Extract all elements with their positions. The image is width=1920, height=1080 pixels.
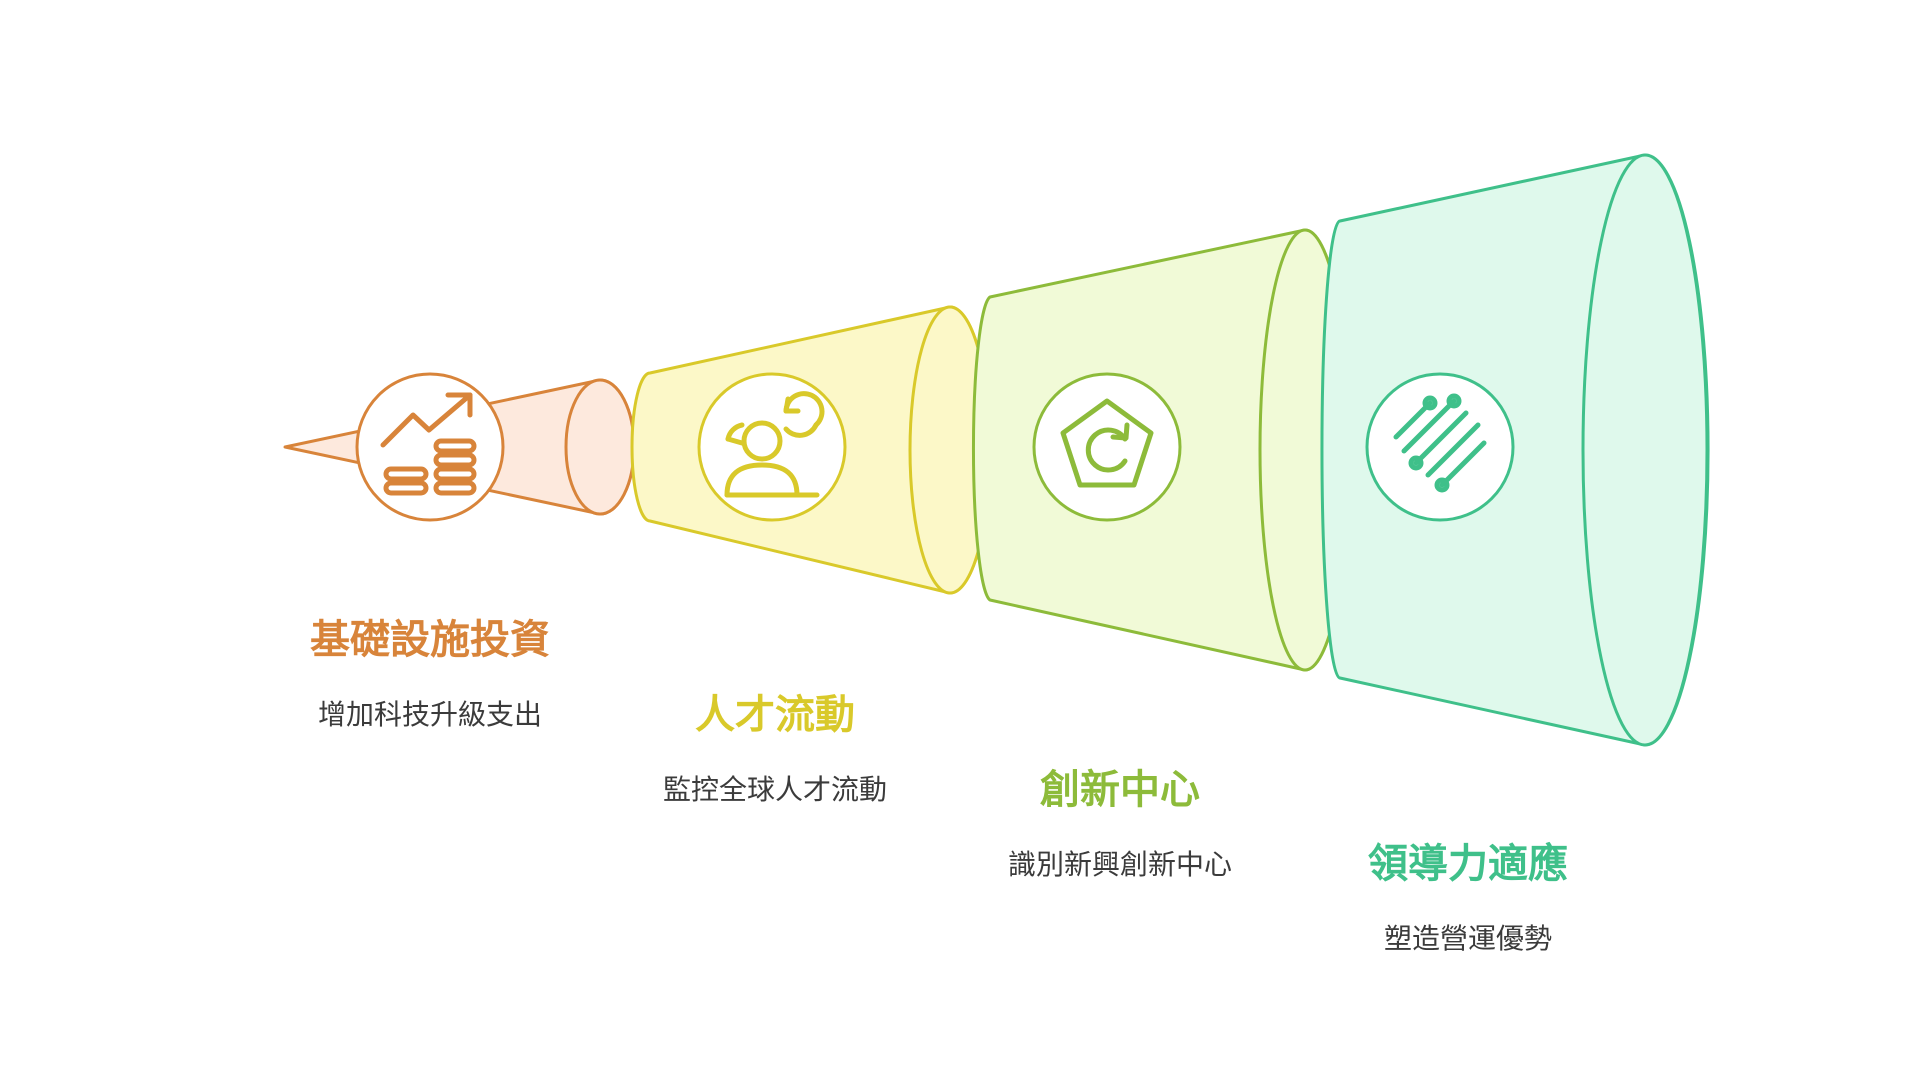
stage-1-rim — [564, 378, 636, 516]
parallel-bars-icon — [1393, 393, 1487, 493]
stage-1-icon-badge — [355, 372, 505, 522]
chart-growth-coins-icon — [380, 392, 477, 496]
stage-3-icon-badge — [1032, 372, 1182, 522]
stage-3-description: 識別新興創新中心 — [1007, 848, 1233, 881]
people-exchange-icon — [724, 391, 825, 498]
stage-2-title: 人才流動 — [695, 692, 855, 738]
stage-1-description: 增加科技升級支出 — [317, 698, 543, 731]
pentagon-refresh-icon — [1060, 398, 1154, 488]
stage-3-title: 創新中心 — [1040, 767, 1200, 813]
stage-4-title: 領導力適應 — [1368, 841, 1568, 887]
stage-4-rim — [1581, 153, 1709, 747]
stage-4-description: 塑造營運優勢 — [1383, 922, 1553, 955]
stage-4-icon-badge — [1365, 372, 1515, 522]
stage-4-segment — [1320, 153, 1710, 747]
stage-1-title: 基礎設施投資 — [310, 617, 550, 663]
stage-2-description: 監控全球人才流動 — [662, 773, 888, 806]
stage-2-icon-badge — [697, 372, 847, 522]
